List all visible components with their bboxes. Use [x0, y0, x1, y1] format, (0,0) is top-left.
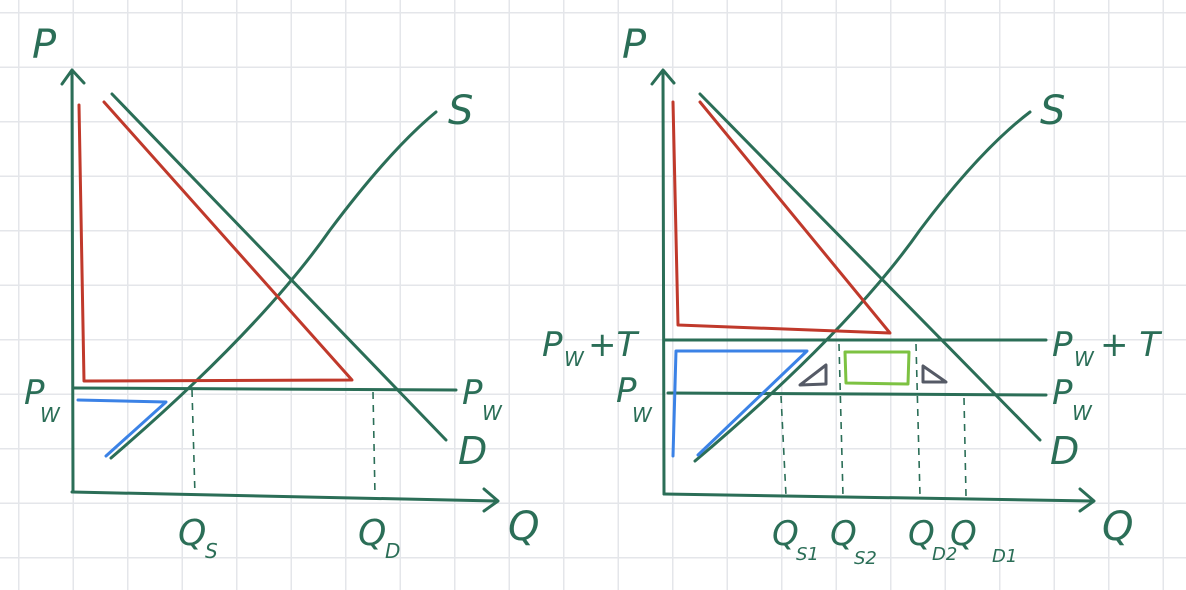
tariff-price-label-right-suffix: + T [1100, 325, 1162, 365]
tariff-price-label-right: P [1052, 325, 1073, 365]
arrow-icon [482, 487, 500, 513]
qd1-label-sub: D1 [992, 546, 1017, 567]
consumer-surplus-outline [77, 100, 354, 383]
arrow-icon [1078, 487, 1096, 513]
supply-curve [109, 110, 438, 460]
qs2-guide [838, 343, 844, 497]
world-price-label-left: P [616, 371, 637, 411]
supply-label: S [1040, 88, 1065, 134]
qd-guide [372, 391, 376, 497]
qs2-label: Q [830, 514, 857, 554]
producer-surplus-outline [76, 398, 168, 458]
demand-label: D [458, 429, 487, 473]
demand-label: D [1050, 429, 1079, 473]
qd2-label: Q [908, 514, 935, 554]
arrow-icon [650, 68, 676, 86]
world-price-label-right: P [1052, 373, 1073, 413]
qs-label-sub: S [205, 539, 218, 563]
quantity-axis [662, 492, 1094, 503]
qd2-label-sub: D2 [932, 544, 957, 565]
world-price-label-right-sub: W [482, 401, 503, 425]
quantity-axis-label: Q [1102, 504, 1133, 550]
deadweight-loss-production [798, 363, 828, 387]
world-price-line [71, 386, 458, 392]
world-price-label-left-sub: W [632, 403, 653, 427]
world-price-label-right-sub: W [1072, 401, 1093, 425]
price-axis-label: P [32, 22, 57, 68]
panel-free-trade: P Q S D P W P W Q S Q D [24, 22, 539, 563]
qd-label: Q [358, 513, 386, 554]
qd1-guide [963, 397, 967, 497]
qd2-guide [915, 343, 921, 497]
world-price-label-left-sub: W [40, 403, 61, 427]
price-axis [70, 70, 75, 494]
qd-label-sub: D [385, 539, 400, 563]
world-price-label-right: P [462, 373, 483, 413]
tariff-price-label-left-sub: W [564, 347, 585, 371]
demand-curve [110, 92, 448, 442]
panel-tariff: P Q S D P W +T P W + T P W P W Q S1 Q S2… [542, 22, 1162, 569]
tariff-price-label-left-suffix: +T [588, 325, 639, 365]
price-axis-label: P [622, 22, 647, 68]
qs2-label-sub: S2 [854, 548, 877, 569]
quantity-axis-label: Q [508, 504, 539, 550]
tariff-price-label-left: P [542, 325, 563, 365]
price-axis [661, 70, 666, 496]
arrow-icon [60, 68, 86, 86]
producer-surplus-outline [671, 349, 809, 458]
tariff-price-label-right-sub: W [1074, 347, 1095, 371]
qs1-guide [780, 395, 787, 497]
deadweight-loss-consumption [921, 364, 948, 384]
demand-curve [698, 92, 1042, 442]
qs-label: Q [178, 513, 206, 554]
tariff-revenue-rectangle [843, 350, 911, 386]
quantity-axis [70, 490, 498, 503]
qs1-label-sub: S1 [796, 544, 819, 565]
world-price-label-left: P [24, 373, 45, 413]
consumer-surplus-outline [671, 100, 892, 335]
supply-label: S [448, 88, 473, 134]
qs-guide [191, 389, 196, 497]
qs1-label: Q [772, 514, 799, 554]
qd1-label: Q [950, 514, 977, 554]
world-price-line [666, 391, 1048, 397]
